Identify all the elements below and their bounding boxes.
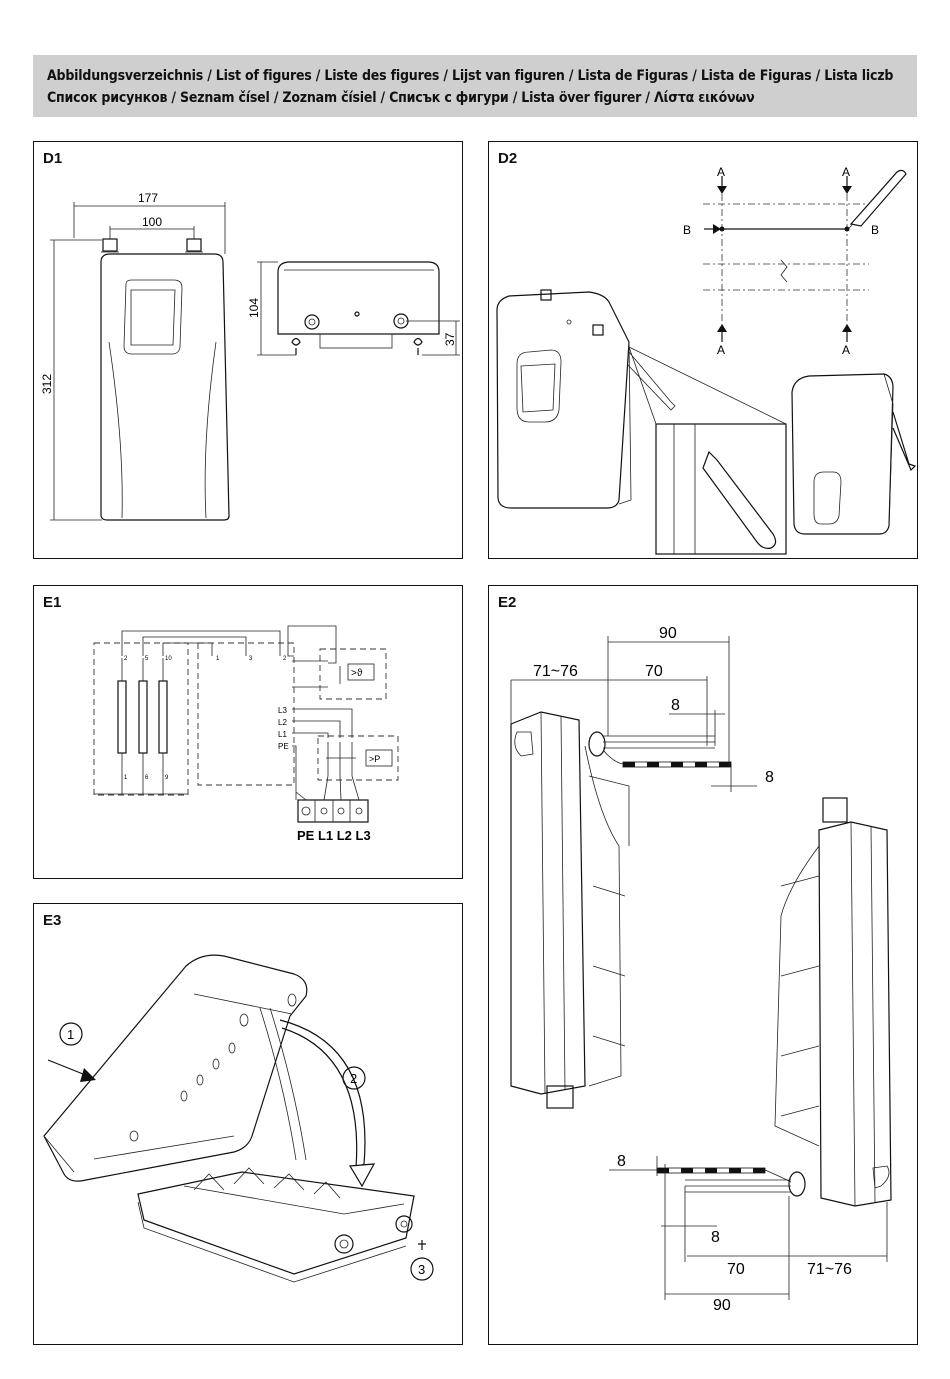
e3-assembly-drawing: 1 2 3: [43, 954, 434, 1283]
panel-e1: E1 2 5 10 1 6 9 1 3 2 >ϑ L3 L2: [33, 585, 463, 879]
d1-offset-dim: 37: [443, 332, 457, 346]
e2-bottom-dim-90: 90: [713, 1297, 731, 1314]
e1-contact-10: 10: [165, 656, 172, 662]
e2-top-dim-70: 70: [645, 663, 663, 680]
d2-marker-a-bottom-right: A: [842, 343, 850, 357]
e1-pin-pe: PE: [278, 742, 289, 751]
e1-contact-1b: 1: [216, 656, 220, 662]
e3-step-2: 2: [350, 1071, 357, 1086]
d2-drill-template-drawing: A A A A B B: [496, 165, 917, 555]
d1-depth-dim: 104: [247, 298, 261, 318]
figure-list-header: Abbildungsverzeichnis / List of figures …: [33, 55, 917, 117]
e1-contact-3: 3: [249, 656, 253, 662]
e1-stat-label: >ϑ: [351, 668, 363, 679]
e1-contact-1: 1: [124, 775, 128, 781]
d2-marker-b-right: B: [871, 223, 879, 237]
e1-pin-l3: L3: [278, 706, 287, 715]
panel-e1-label: E1: [43, 594, 62, 611]
e1-contact-9: 9: [165, 775, 169, 781]
e1-relay-label: >P: [369, 754, 380, 764]
d1-width-dim: 177: [138, 191, 158, 205]
panel-e3: E3 1 2 3: [33, 903, 463, 1345]
e2-top-dim-71-76: 71~76: [533, 663, 578, 680]
e1-contact-2b: 2: [283, 656, 287, 662]
panel-d2-label: D2: [498, 150, 518, 167]
d2-marker-b-left: B: [683, 223, 691, 237]
e3-step-1: 1: [67, 1027, 74, 1042]
panel-e3-label: E3: [43, 912, 62, 929]
e2-cable-stripping-drawing: 71~76 90 70 8 8 8 8 70: [510, 625, 892, 1314]
d2-marker-a-top-right: A: [842, 165, 850, 179]
d2-marker-a-top-left: A: [717, 165, 725, 179]
panel-d1: D1 177 100 312 104: [33, 141, 463, 559]
figure-list-title: Abbildungsverzeichnis / List of figures …: [47, 68, 894, 106]
panel-d1-label: D1: [43, 150, 63, 167]
panel-d2: D2 A A A A B B: [488, 141, 918, 559]
e1-contact-2: 2: [124, 656, 128, 662]
e2-bottom-dim-8b: 8: [711, 1229, 720, 1246]
e1-terminal-labels: PE L1 L2 L3: [297, 828, 371, 843]
d1-dimension-drawing: 177 100 312 104 37: [40, 191, 460, 521]
e3-step-3: 3: [418, 1262, 425, 1277]
e2-top-dim-8b: 8: [765, 769, 774, 786]
e2-bottom-dim-70: 70: [727, 1261, 745, 1278]
e1-wiring-diagram: 2 5 10 1 6 9 1 3 2 >ϑ L3 L2 L1 PE >P: [93, 625, 399, 843]
d2-marker-a-bottom-left: A: [717, 343, 725, 357]
d1-spacing-dim: 100: [142, 215, 162, 229]
e2-top-dim-8a: 8: [671, 697, 680, 714]
e1-pin-l2: L2: [278, 718, 287, 727]
e1-pin-l1: L1: [278, 730, 287, 739]
panel-e2-label: E2: [498, 594, 517, 611]
e1-contact-5: 5: [145, 656, 149, 662]
e1-contact-6: 6: [145, 775, 149, 781]
e2-bottom-dim-8a: 8: [617, 1153, 626, 1170]
e2-bottom-dim-71-76: 71~76: [807, 1261, 852, 1278]
e2-top-dim-90: 90: [659, 625, 677, 642]
panel-e2: E2 71~76 90 70 8 8: [488, 585, 918, 1345]
d1-height-dim: 312: [40, 374, 54, 394]
